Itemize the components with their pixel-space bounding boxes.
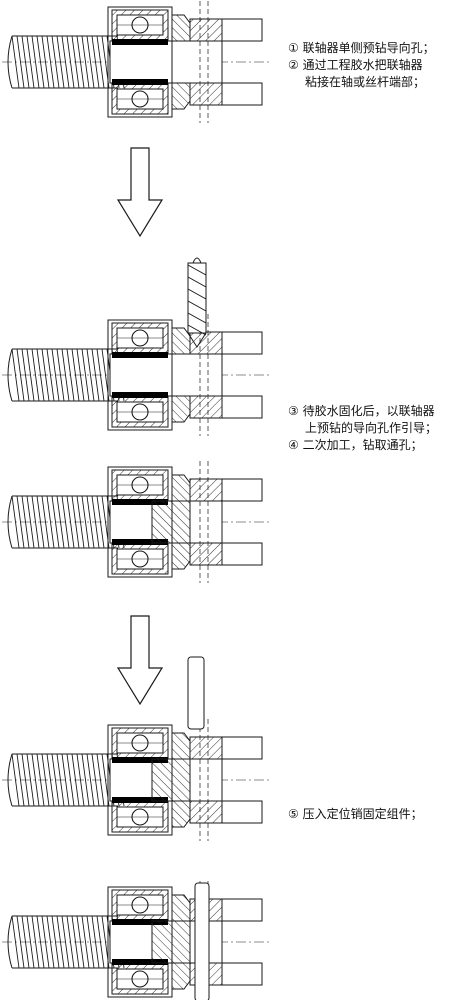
coupling-hub [171, 800, 191, 828]
step-note-3-4: ③ 待胶水固化后，以联轴器 上预钻的导向孔作引导； ④ 二次加工，钻取通孔； [288, 403, 437, 454]
bearing-icon [111, 322, 169, 354]
arrow-shape [116, 615, 164, 706]
assembly-stage-3 [2, 461, 270, 583]
seal-band [112, 499, 168, 505]
bearing-icon [111, 727, 169, 759]
coupling-hub [171, 474, 191, 502]
note-line: ③ 待胶水固化后，以联轴器 [288, 404, 435, 418]
step-note-1-2: ① 联轴器单侧预钻导向孔； ② 通过工程胶水把联轴器 粘接在轴或丝杆端部； [288, 40, 435, 91]
flange-hatched [189, 18, 223, 42]
note-line: 粘接在轴或丝杆端部； [305, 75, 426, 89]
dowel-pin-icon [187, 656, 205, 730]
seal-band [112, 757, 168, 763]
flange-block [221, 962, 263, 986]
bearing-icon [111, 396, 169, 428]
seal-band [112, 352, 168, 358]
coupling-hub [171, 82, 191, 110]
drill-bit-icon [187, 257, 207, 348]
flange-block [221, 800, 263, 824]
flange-block [221, 736, 263, 760]
coupling-hub [171, 327, 191, 355]
shaft [109, 353, 223, 397]
note-line: 上预钻的导向孔作引导； [305, 421, 438, 435]
arrow-shape [116, 147, 164, 238]
note-line: ⑤ 压入定位销固定组件； [288, 807, 423, 821]
down-arrow-icon [116, 615, 164, 706]
flange-hatched [189, 736, 223, 760]
glued-shaft-section [151, 920, 191, 964]
bearing-housing [107, 6, 173, 118]
drill-tip [187, 332, 207, 348]
flange-block [221, 331, 263, 355]
coupling-hub [171, 542, 191, 570]
drill-shank [192, 257, 202, 264]
bearing-icon [111, 963, 169, 995]
bearing-icon [111, 469, 169, 501]
seal-band [112, 919, 168, 925]
coupling-hub [171, 732, 191, 760]
flange-block [221, 395, 263, 419]
flange-block [221, 898, 263, 922]
flange-hatched [189, 395, 223, 419]
coupling-hub [171, 894, 191, 922]
flange-block [221, 478, 263, 502]
bearing-icon [111, 801, 169, 833]
flange-hatched [189, 478, 223, 502]
shaft [109, 40, 223, 84]
coupling-hub [171, 395, 191, 423]
seal-band [112, 797, 168, 803]
bearing-housing [107, 319, 173, 431]
coupling-hub [171, 962, 191, 990]
seal-band [112, 392, 168, 398]
glued-shaft-section [151, 500, 191, 544]
glued-shaft-section [151, 758, 191, 802]
flange-hatched [189, 542, 223, 566]
note-line: ④ 二次加工，钻取通孔； [288, 438, 423, 452]
step-note-5: ⑤ 压入定位销固定组件； [288, 806, 423, 823]
bearing-icon [111, 543, 169, 575]
assembly-stage-2 [2, 257, 270, 436]
flange-block [221, 18, 263, 42]
drill-flute [187, 264, 207, 336]
assembly-stage-1 [2, 1, 270, 123]
coupling-hub [171, 14, 191, 42]
note-line: ② 通过工程胶水把联轴器 [288, 58, 423, 72]
seal-band [112, 959, 168, 965]
note-line: ① 联轴器单侧预钻导向孔； [288, 41, 435, 55]
flange-block [221, 82, 263, 106]
assembly-stage-5 [2, 881, 270, 1000]
down-arrow-icon [116, 147, 164, 238]
bearing-icon [111, 889, 169, 921]
flange-hatched [189, 800, 223, 824]
seal-band [112, 539, 168, 545]
assembly-stage-4 [2, 656, 270, 841]
bearing-icon [111, 83, 169, 115]
seal-band [112, 39, 168, 45]
dowel-pin-icon [194, 882, 210, 1000]
flange-block [221, 542, 263, 566]
flange-hatched [189, 82, 223, 106]
bearing-icon [111, 9, 169, 41]
seal-band [112, 79, 168, 85]
